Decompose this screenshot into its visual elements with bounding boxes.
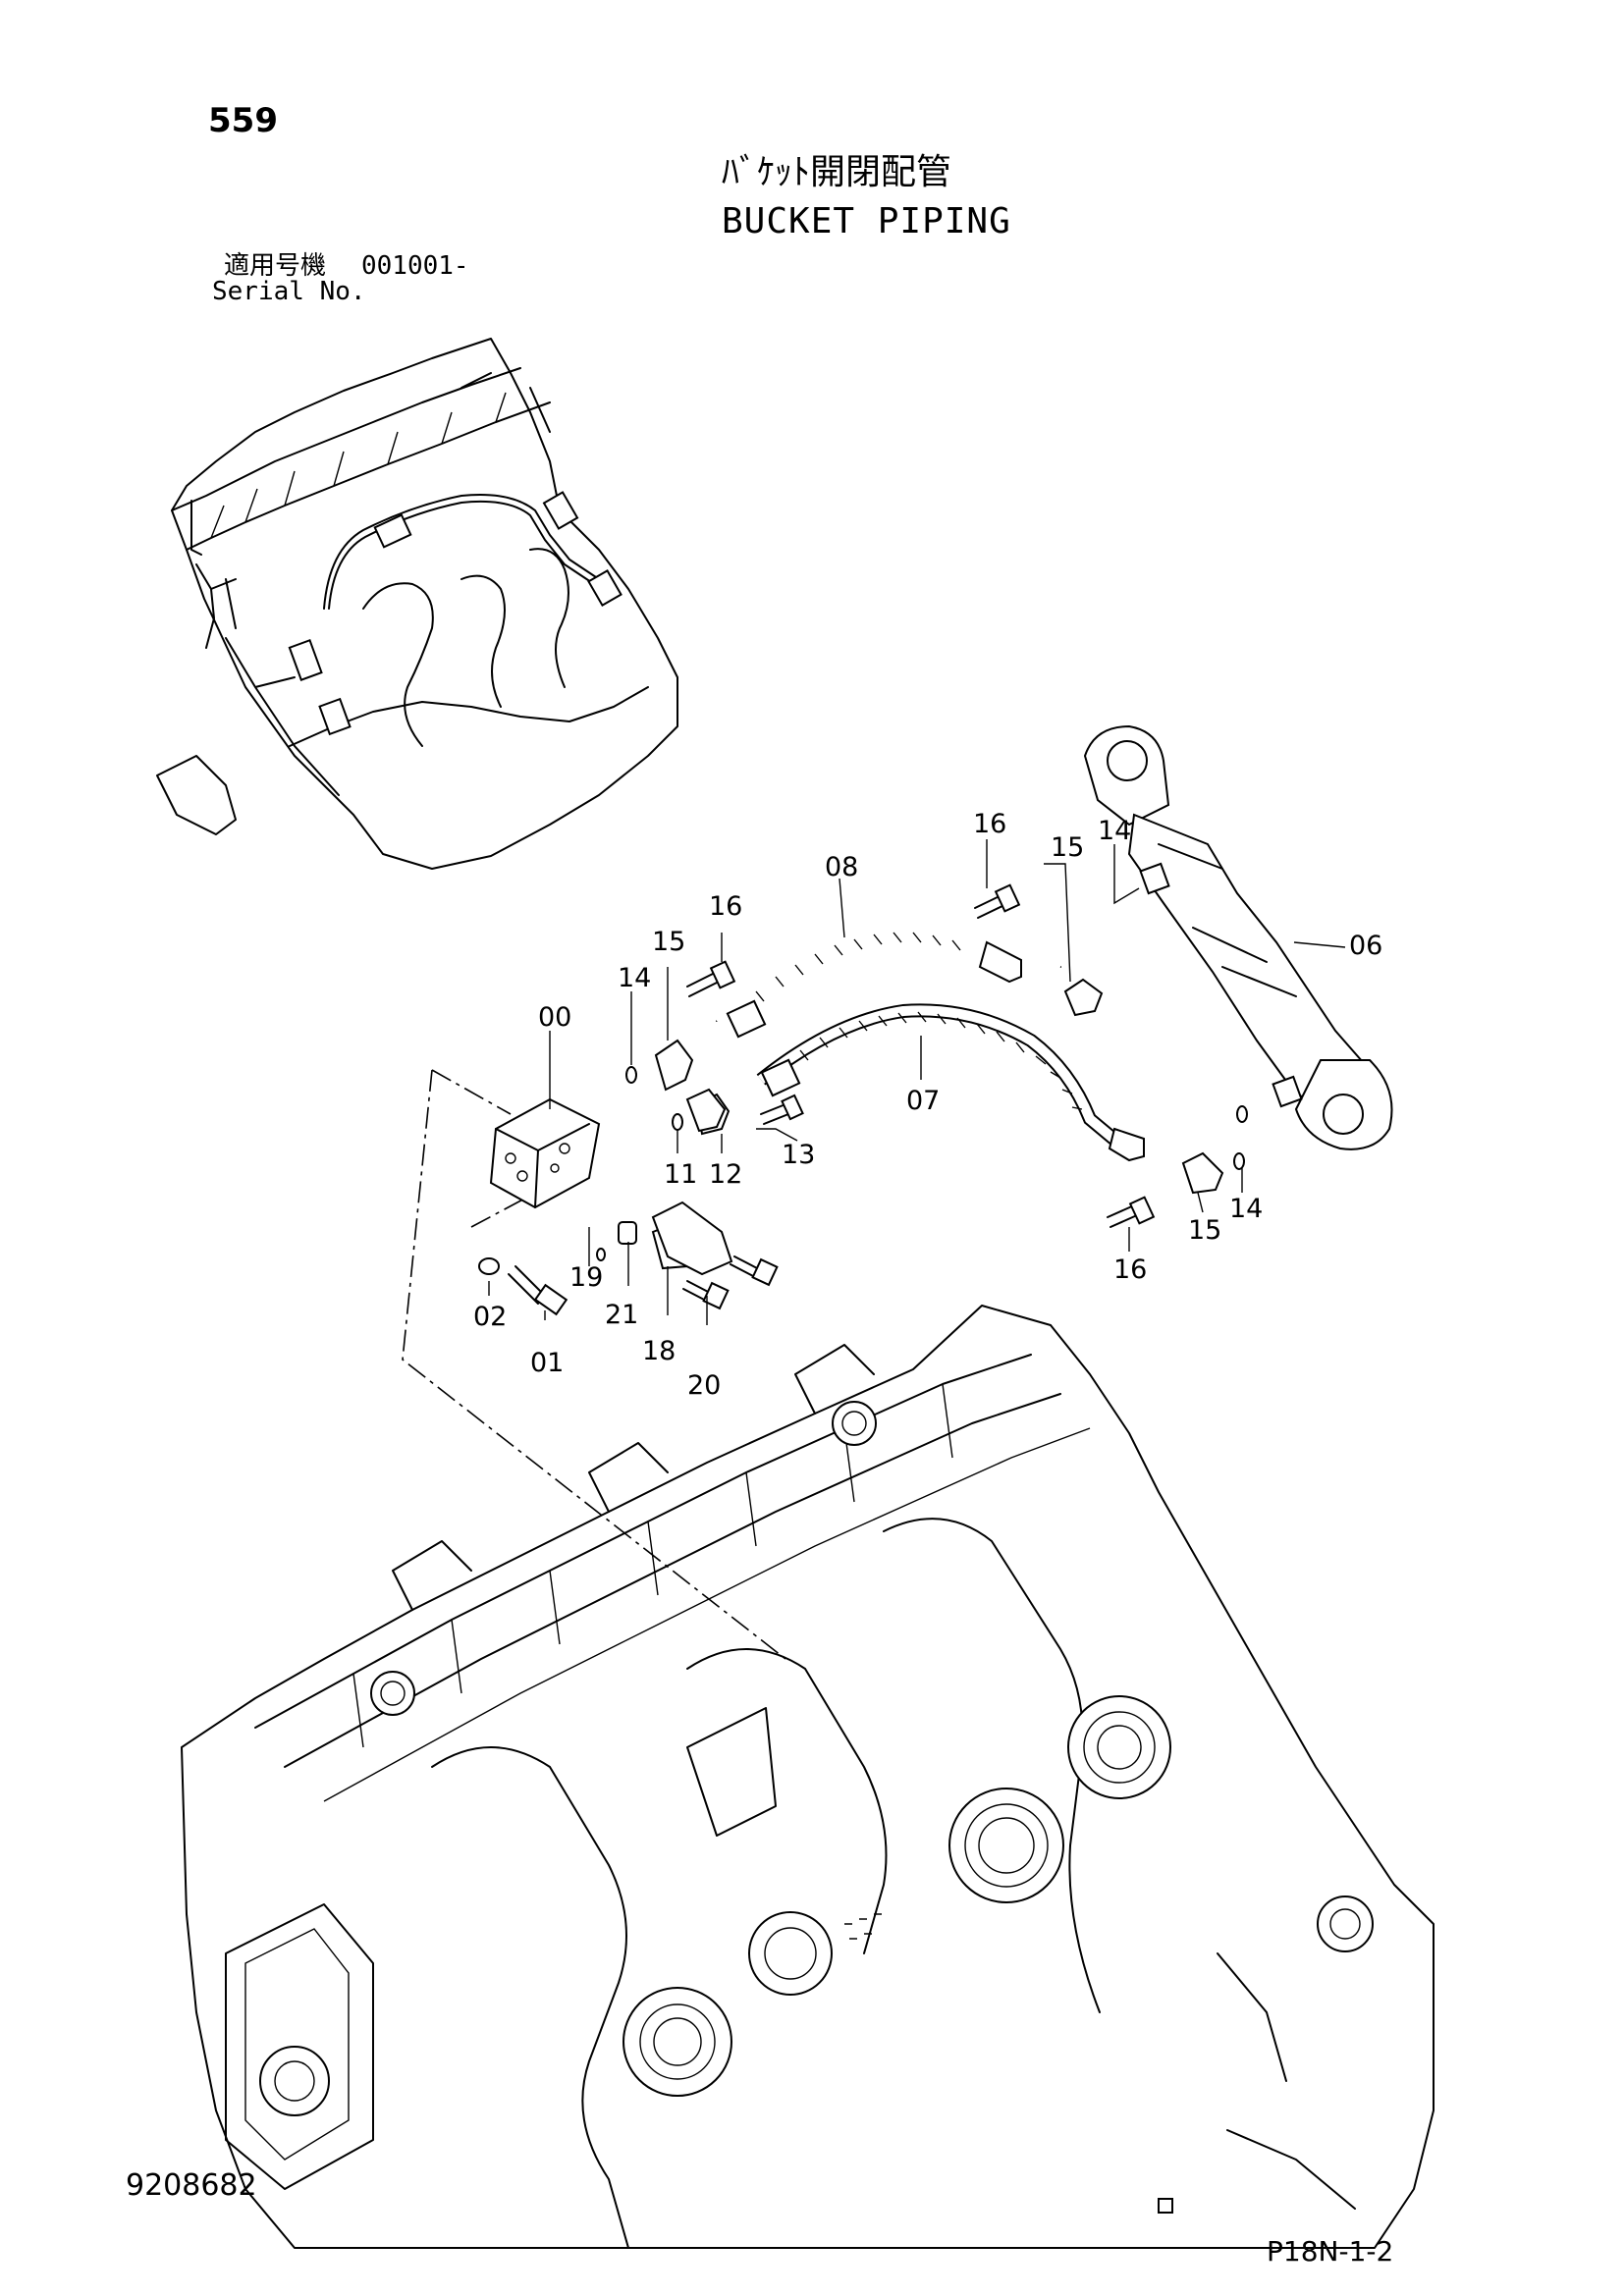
hose-assembly-08 (713, 923, 1062, 1039)
o-ring-parts (478, 1066, 1248, 1275)
clamp-parts (618, 1088, 733, 1276)
callout-12: 12 (709, 1159, 742, 1190)
callout-01: 01 (530, 1348, 564, 1378)
page-number: 559 (208, 101, 278, 140)
serial-number-value: 001001- (361, 251, 469, 281)
callout-19: 19 (569, 1262, 603, 1293)
callout-15-left: 15 (652, 927, 685, 957)
callout-16-left: 16 (709, 891, 742, 922)
bucket-overview-drawing (156, 338, 678, 870)
page-reference: P18N-1-2 (1267, 2235, 1394, 2268)
callout-16-top: 16 (973, 809, 1006, 839)
serial-label-japanese: 適用号機 (224, 251, 327, 281)
bucket-cylinder (1083, 724, 1393, 1150)
serial-label-english: Serial No. (212, 277, 366, 306)
callout-14-right: 14 (1229, 1194, 1263, 1224)
callout-labels: 00 14 15 16 08 16 15 14 06 07 11 12 13 1… (473, 809, 1382, 1401)
locator-lines (402, 1069, 786, 1660)
leader-lines (488, 839, 1346, 1325)
hose-assembly-07 (756, 1003, 1145, 1162)
callout-18: 18 (642, 1336, 676, 1366)
valve-block-part (489, 1097, 601, 1209)
callout-06: 06 (1349, 931, 1382, 961)
callout-07: 07 (906, 1086, 940, 1116)
callout-00: 00 (538, 1002, 571, 1033)
title-japanese: ﾊﾞｹｯﾄ開閉配管 (722, 152, 952, 192)
callout-13: 13 (782, 1140, 815, 1170)
callout-20: 20 (687, 1370, 721, 1401)
bolt-parts (508, 883, 1156, 1316)
title-english: BUCKET PIPING (722, 201, 1011, 241)
bucket-main-drawing (181, 1305, 1435, 2249)
drawing-number: 9208682 (126, 2168, 257, 2203)
callout-02: 02 (473, 1302, 507, 1332)
callout-21: 21 (605, 1300, 638, 1330)
callout-14-left: 14 (618, 963, 651, 993)
callout-16-right: 16 (1113, 1255, 1147, 1285)
callout-14-top: 14 (1098, 816, 1131, 846)
callout-08: 08 (825, 852, 858, 882)
callout-11: 11 (664, 1159, 697, 1190)
callout-15-right: 15 (1188, 1215, 1221, 1246)
callout-15-top: 15 (1051, 832, 1084, 863)
